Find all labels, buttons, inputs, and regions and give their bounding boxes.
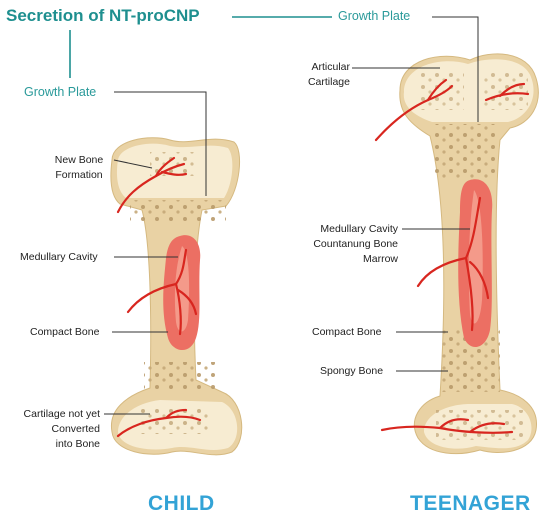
spongy-bone-label: Spongy Bone	[320, 364, 383, 379]
teen-compact-bone-label: Compact Bone	[312, 325, 381, 340]
teen-bone	[376, 54, 538, 454]
title-connectors	[70, 17, 332, 78]
child-caption: CHILD	[148, 492, 215, 516]
child-bone	[111, 138, 242, 455]
growth-plate-label-child: Growth Plate	[24, 85, 96, 100]
teen-medullary-cavity-label: Medullary Cavity Countanung Bone Marrow	[290, 222, 398, 267]
cartilage-not-converted-label: Cartilage not yet Converted into Bone	[4, 407, 100, 452]
diagram-title: Secretion of NT-proCNP	[6, 6, 200, 26]
new-bone-formation-label: New Bone Formation	[48, 153, 110, 183]
growth-plate-label-top: Growth Plate	[338, 9, 410, 24]
teenager-caption: TEENAGER	[410, 492, 531, 516]
child-medullary-cavity-label: Medullary Cavity	[20, 250, 98, 265]
child-compact-bone-label: Compact Bone	[30, 325, 99, 340]
articular-cartilage-label: Articular Cartilage	[296, 60, 350, 90]
